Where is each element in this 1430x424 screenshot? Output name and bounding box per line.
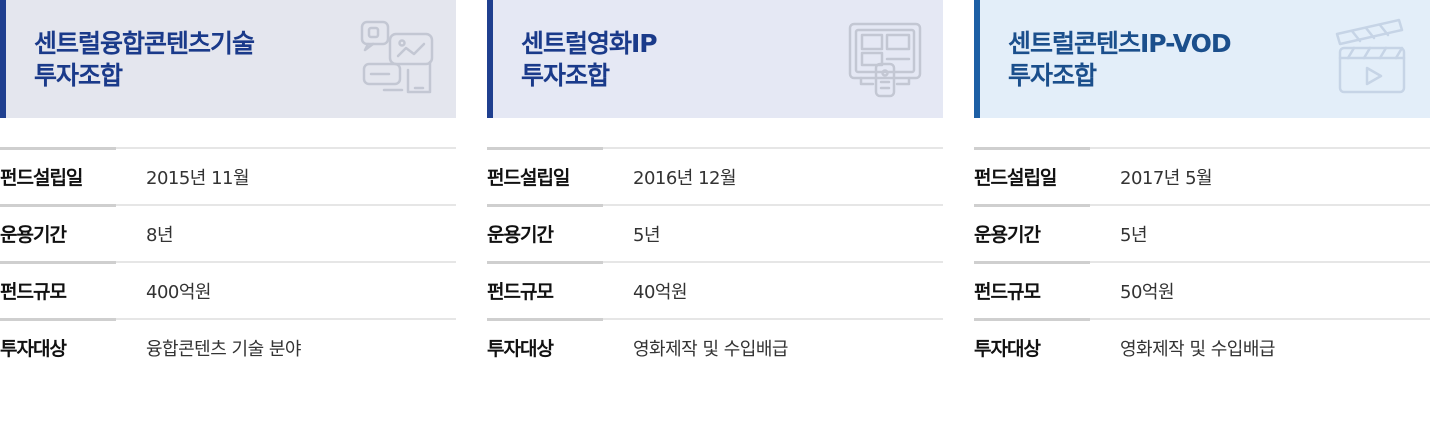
fund-card-header: 센트럴영화IP 투자조합 [487,0,943,118]
fund-card-content-ip-vod: 센트럴콘텐츠IP-VOD 투자조합 펀드설립일 2017년 5월 운용기간 5년 [974,0,1430,375]
row-label: 펀드규모 [487,281,554,303]
fund-card-convergence: 센트럴융합콘텐츠기술 투자조합 펀드설립일 2015년 11월 [0,0,456,375]
fund-card-film-ip: 센트럴영화IP 투자조합 펀드설립일 2016년 12월 [487,0,943,375]
fund-title: 센트럴콘텐츠IP-VOD 투자조합 [1008,28,1430,92]
row-label: 투자대상 [974,338,1041,360]
row-value: 영화제작 및 수입배급 [633,338,788,360]
fund-title-line1: 센트럴영화IP [521,29,658,58]
row-label: 운용기간 [0,224,67,246]
row-label: 펀드규모 [974,281,1041,303]
tv-remote-icon [848,22,922,98]
row-value: 8년 [146,224,174,246]
chat-phone-icon [360,20,434,94]
fund-title-line1: 센트럴콘텐츠IP-VOD [1008,29,1232,58]
table-row: 투자대상 영화제작 및 수입배급 [487,318,943,375]
row-value: 50억원 [1120,281,1175,303]
fund-card-header: 센트럴융합콘텐츠기술 투자조합 [0,0,456,118]
fund-detail-table: 펀드설립일 2015년 11월 운용기간 8년 펀드규모 400억원 투자대상 … [0,147,456,375]
fund-title-line2: 투자조합 [521,61,610,90]
table-row: 펀드설립일 2015년 11월 [0,147,456,204]
row-value: 2015년 11월 [146,167,250,189]
row-label: 운용기간 [487,224,554,246]
clapperboard-icon [1335,18,1406,94]
table-row: 투자대상 융합콘텐츠 기술 분야 [0,318,456,375]
row-value: 5년 [1120,224,1148,246]
table-row: 운용기간 5년 [974,204,1430,261]
table-row: 펀드설립일 2016년 12월 [487,147,943,204]
table-row: 투자대상 영화제작 및 수입배급 [974,318,1430,375]
fund-title: 센트럴영화IP 투자조합 [521,28,943,92]
fund-title-line2: 투자조합 [1008,61,1097,90]
row-label: 펀드규모 [0,281,67,303]
row-value: 융합콘텐츠 기술 분야 [146,338,301,360]
fund-title-line2: 투자조합 [34,61,123,90]
row-value: 40억원 [633,281,688,303]
table-row: 운용기간 5년 [487,204,943,261]
row-label: 펀드설립일 [0,167,83,189]
table-row: 펀드규모 400억원 [0,261,456,318]
table-row: 펀드규모 40억원 [487,261,943,318]
row-label: 투자대상 [0,338,67,360]
fund-title-line1: 센트럴융합콘텐츠기술 [34,29,255,58]
row-value: 400억원 [146,281,211,303]
row-label: 운용기간 [974,224,1041,246]
fund-detail-table: 펀드설립일 2017년 5월 운용기간 5년 펀드규모 50억원 투자대상 영화… [974,147,1430,375]
table-row: 펀드설립일 2017년 5월 [974,147,1430,204]
row-value: 2017년 5월 [1120,167,1213,189]
row-label: 투자대상 [487,338,554,360]
table-row: 운용기간 8년 [0,204,456,261]
table-row: 펀드규모 50억원 [974,261,1430,318]
row-value: 5년 [633,224,661,246]
row-value: 영화제작 및 수입배급 [1120,338,1275,360]
fund-card-header: 센트럴콘텐츠IP-VOD 투자조합 [974,0,1430,118]
fund-detail-table: 펀드설립일 2016년 12월 운용기간 5년 펀드규모 40억원 투자대상 영… [487,147,943,375]
row-value: 2016년 12월 [633,167,737,189]
row-label: 펀드설립일 [487,167,570,189]
row-label: 펀드설립일 [974,167,1057,189]
fund-title: 센트럴융합콘텐츠기술 투자조합 [34,28,456,92]
